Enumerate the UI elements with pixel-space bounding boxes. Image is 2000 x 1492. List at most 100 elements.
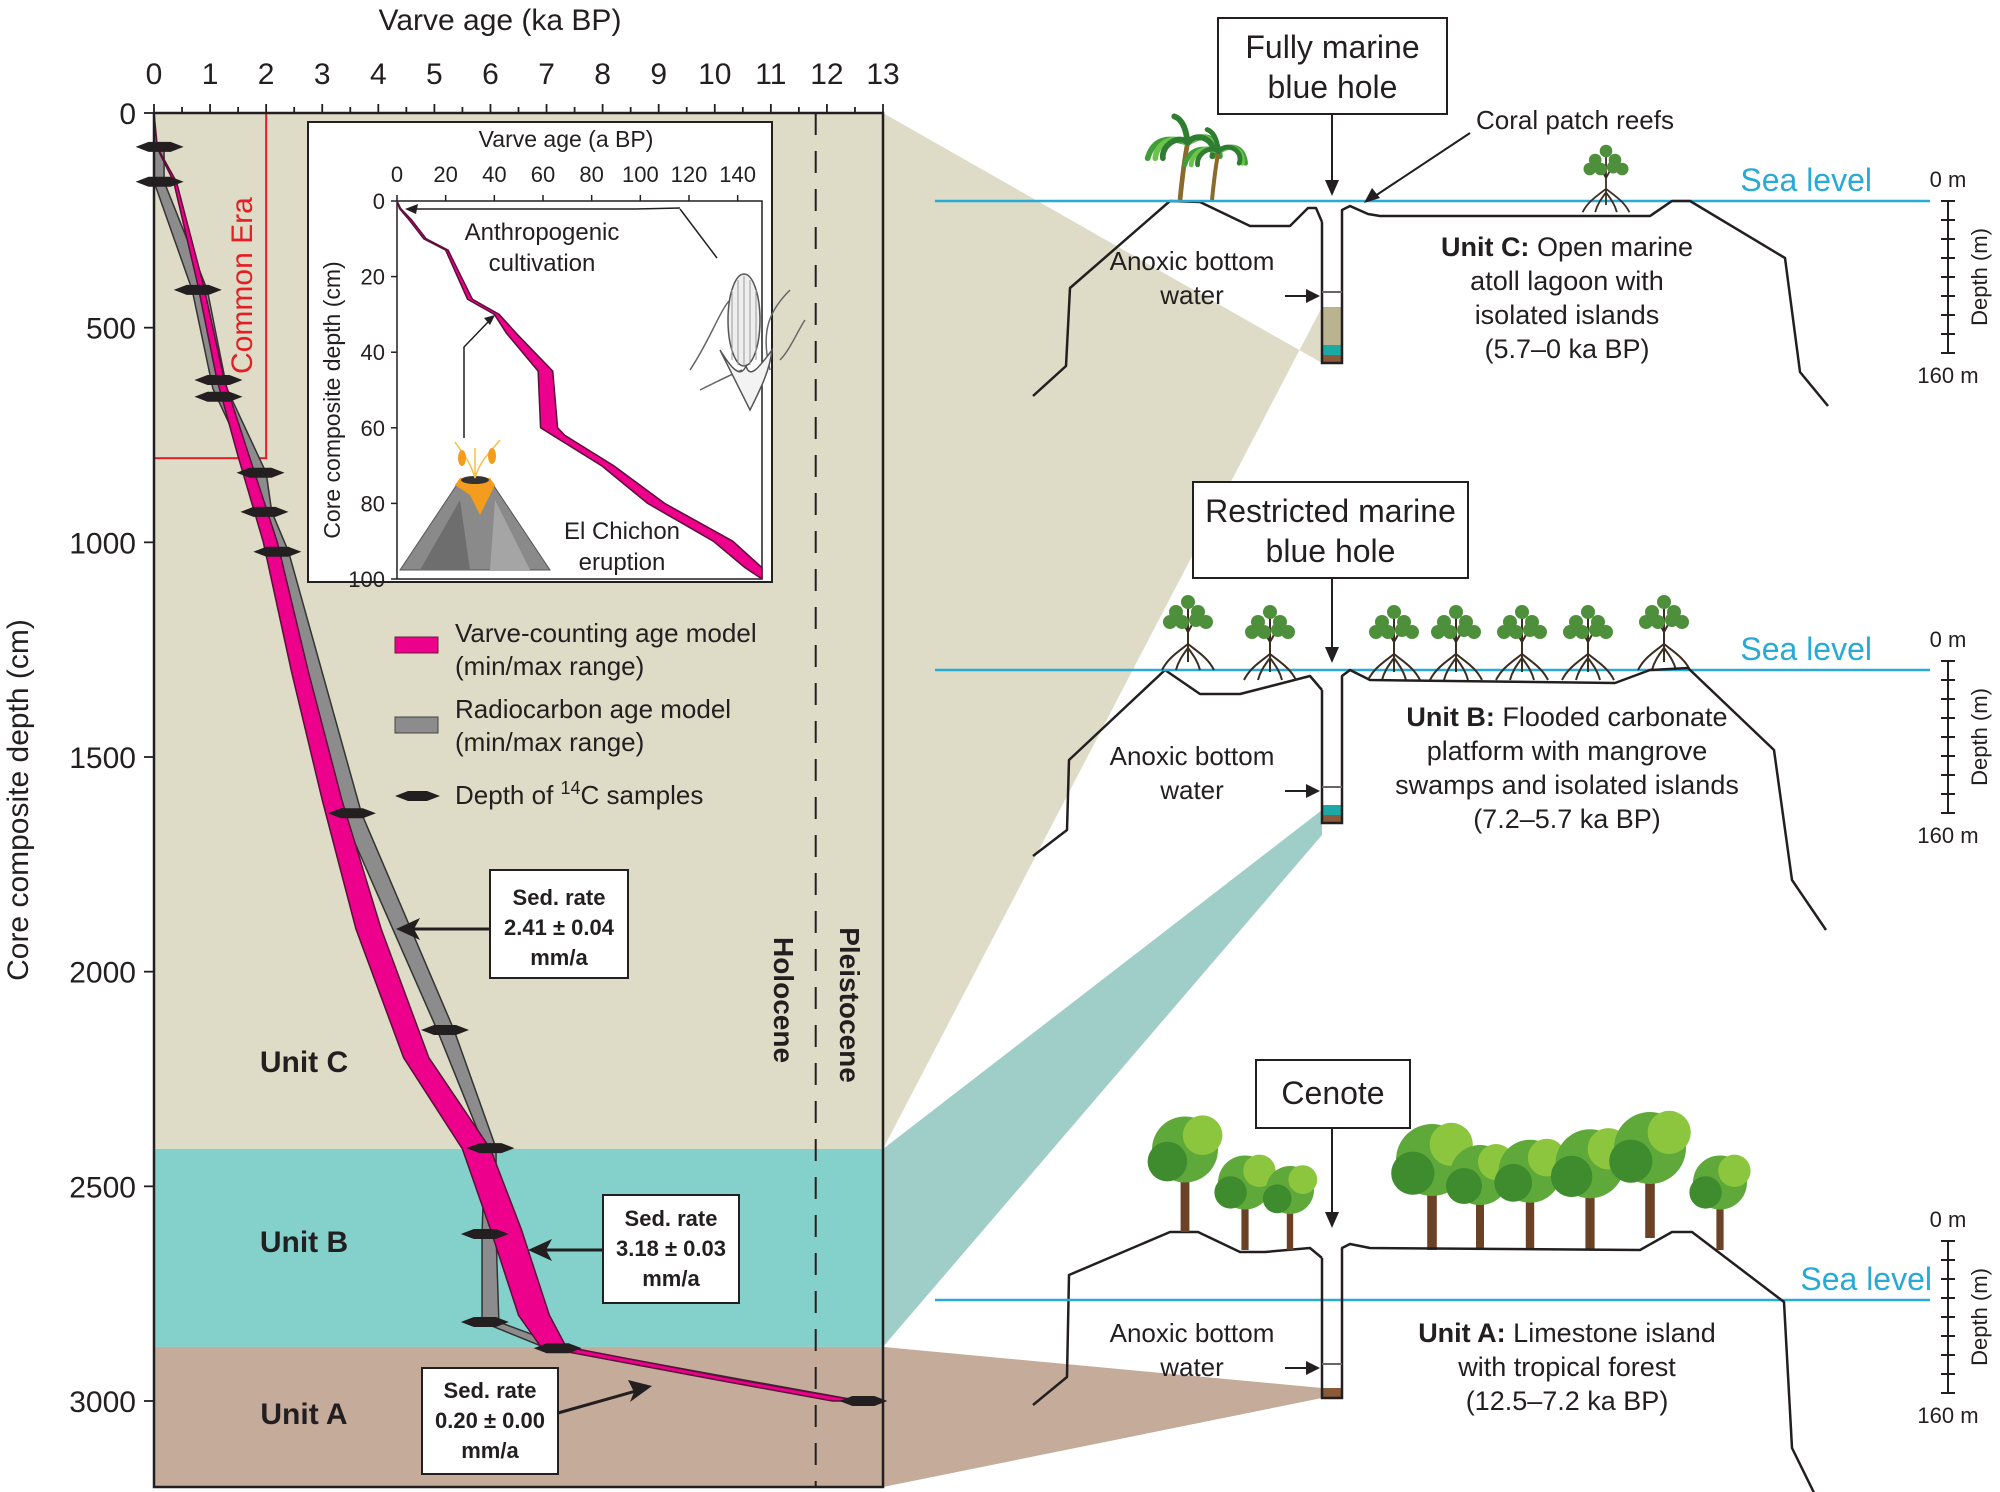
x-tick-label: 2 xyxy=(258,58,275,91)
y-axis-title: Core composite depth (cm) xyxy=(2,619,35,981)
legend-swatch-radiocarbon xyxy=(394,716,439,734)
mangrove-icon xyxy=(1367,605,1421,681)
arrowhead-icon xyxy=(1306,784,1320,798)
inset-x-tick-label: 100 xyxy=(622,162,659,187)
svg-text:mm/a: mm/a xyxy=(642,1266,700,1291)
depth-scale-bottom-label: 160 m xyxy=(1917,363,1978,388)
unit-description-line: (5.7–0 ka BP) xyxy=(1484,334,1649,364)
y-tick-label: 500 xyxy=(86,313,136,346)
c14-sample-marker xyxy=(460,1317,509,1328)
arrowhead-icon xyxy=(484,315,495,325)
unit-description-1: Unit B: Flooded carbonate xyxy=(1406,702,1727,732)
unit-description-line: with tropical forest xyxy=(1457,1352,1676,1382)
inset-frame xyxy=(307,121,773,583)
x-tick-label: 4 xyxy=(370,58,387,91)
island-profile-right xyxy=(1340,666,1828,931)
inset-y-title: Core composite depth (cm) xyxy=(319,261,345,538)
island-profile xyxy=(1032,199,1324,397)
core-sediment-layer xyxy=(1322,307,1342,345)
svg-text:2.41 ± 0.04: 2.41 ± 0.04 xyxy=(504,915,615,940)
c14-sample-marker xyxy=(240,506,289,517)
sed-rate-box-b: Sed. rate 3.18 ± 0.03 mm/a xyxy=(528,1194,740,1304)
forest-tree-icon xyxy=(1689,1154,1751,1250)
legend-label-c14: Depth of 14C samples xyxy=(455,778,703,810)
core-sediment-layer xyxy=(1322,345,1342,355)
annotation-eruption-2: eruption xyxy=(579,549,666,576)
mangrove-icon xyxy=(1161,595,1215,671)
x-tick-label: 10 xyxy=(698,58,731,91)
inset-x-tick-label: 40 xyxy=(482,162,506,187)
unit-c-label: Unit C xyxy=(260,1046,348,1079)
inset-y-tick-label: 40 xyxy=(361,340,385,365)
unit-b-connector xyxy=(883,810,1322,1347)
island-profile xyxy=(1032,1230,1323,1406)
inset-x-tick-label: 140 xyxy=(719,162,756,187)
common-era-box: Common Era xyxy=(153,112,268,460)
c14-sample-marker xyxy=(253,546,302,557)
arrowhead-icon xyxy=(1325,1212,1339,1228)
y-tick-label: 2000 xyxy=(69,957,136,990)
panel-title-2: blue hole xyxy=(1266,533,1396,569)
corn-icon xyxy=(689,273,806,412)
legend-swatch-varve xyxy=(394,636,439,654)
mangrove-icon xyxy=(1581,144,1631,213)
mangrove-icon xyxy=(1495,605,1549,681)
c14-sample-marker xyxy=(466,1143,515,1154)
depth-scale-axis-label: Depth (m) xyxy=(1967,228,1992,326)
y-tick-label: 1000 xyxy=(69,527,136,560)
annotation-cultivation-2: cultivation xyxy=(489,250,596,277)
x-axis-title: Varve age (ka BP) xyxy=(379,4,622,37)
x-tick-label: 6 xyxy=(482,58,499,91)
unit-description-bold: Unit B: xyxy=(1406,702,1494,732)
unit-description-line: (7.2–5.7 ka BP) xyxy=(1473,804,1661,834)
forest-tree-icon xyxy=(1214,1154,1276,1250)
y-tick-label: 0 xyxy=(119,98,136,131)
unit-description-line: (12.5–7.2 ka BP) xyxy=(1466,1386,1669,1416)
palm-tree-icon xyxy=(1144,113,1223,201)
sea-level-label: Sea level xyxy=(1800,1261,1932,1297)
x-tick-label: 0 xyxy=(146,58,163,91)
depth-scale-bottom-label: 160 m xyxy=(1917,823,1978,848)
panel-title-box xyxy=(1217,17,1448,115)
sea-level-label: Sea level xyxy=(1740,631,1872,667)
legend-label-radiocarbon-2: (min/max range) xyxy=(455,727,644,757)
svg-text:0.20 ± 0.00: 0.20 ± 0.00 xyxy=(435,1408,545,1433)
svg-text:Sed. rate: Sed. rate xyxy=(513,885,606,910)
svg-text:mm/a: mm/a xyxy=(461,1438,519,1463)
arrowhead-icon xyxy=(405,204,418,214)
coral-arrow xyxy=(1371,132,1471,199)
core-column xyxy=(1320,1258,1344,1400)
arrowhead-icon xyxy=(1325,180,1339,196)
x-tick-label: 13 xyxy=(866,58,899,91)
c14-sample-marker xyxy=(194,375,243,386)
inset-y-tick-label: 20 xyxy=(361,265,385,290)
y-tick-label: 1500 xyxy=(69,742,136,775)
mangrove-icon xyxy=(1429,605,1483,681)
inset-y-tick-label: 80 xyxy=(361,491,385,516)
c14-sample-marker xyxy=(460,1228,509,1239)
palm-tree-icon xyxy=(1182,127,1249,201)
unit-c-connector xyxy=(883,113,1322,1149)
core-column xyxy=(1320,690,1344,825)
c14-sample-marker xyxy=(194,391,243,402)
forest-tree-icon xyxy=(1609,1110,1691,1238)
inset-x-tick-label: 120 xyxy=(671,162,708,187)
legend-c14-marker-icon xyxy=(395,791,440,801)
arrowhead-icon xyxy=(528,1239,552,1261)
unit-description-1: Unit A: Limestone island xyxy=(1418,1318,1716,1348)
anoxic-label-2: water xyxy=(1159,1352,1224,1382)
x-tick-label: 1 xyxy=(202,58,219,91)
sed-rate-box-a: Sed. rate 0.20 ± 0.00 mm/a xyxy=(421,1367,652,1475)
arrowhead-icon xyxy=(1306,1361,1320,1375)
y-tick-label: 2500 xyxy=(69,1171,136,1204)
legend: Varve-counting age model (min/max range)… xyxy=(394,618,757,810)
y-tick-label: 3000 xyxy=(69,1386,136,1419)
arrowhead-icon xyxy=(1306,289,1320,303)
arrowhead-icon xyxy=(1364,188,1380,203)
core-sediment-layer xyxy=(1322,355,1342,362)
